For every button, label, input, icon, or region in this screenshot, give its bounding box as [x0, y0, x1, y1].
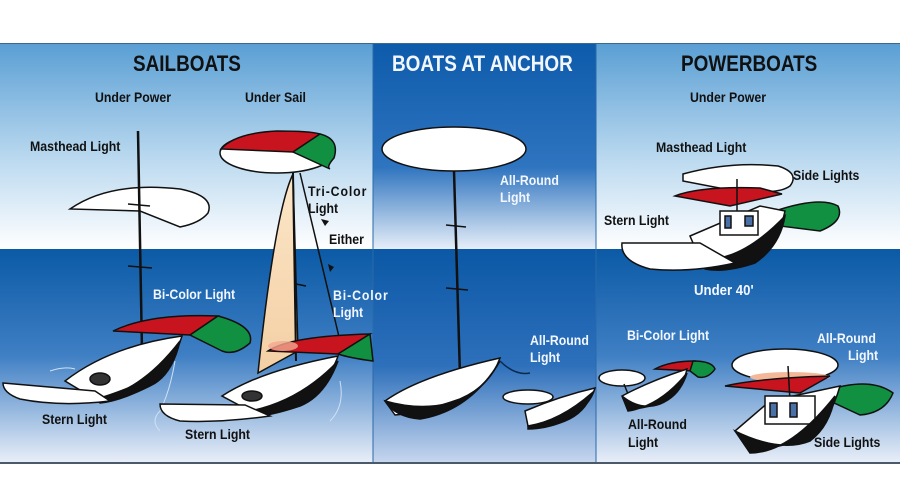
under-40-subtitle: Under 40'	[694, 282, 754, 299]
under40-all-round-light-left-1: All-Round	[628, 416, 687, 432]
all-round-light-label-top-1: All-Round	[500, 172, 559, 188]
all-round-light-label-small-1: All-Round	[530, 332, 589, 348]
either-label: Either	[329, 231, 364, 247]
masthead-light-label: Masthead Light	[30, 138, 121, 154]
sailboats-title: SAILBOATS	[133, 51, 241, 76]
under40-bicolor-light-label: Bi-Color Light	[627, 327, 710, 343]
anchor-title: BOATS AT ANCHOR	[392, 51, 573, 76]
bicolor-light-sail-label-2: Light	[333, 304, 364, 320]
small-powerboat	[598, 360, 716, 412]
sailboat-under-sail	[159, 130, 374, 423]
sailboat-under-sail-subtitle: Under Sail	[245, 89, 306, 105]
all-round-light-label-small-2: Light	[530, 349, 561, 365]
bicolor-light-label: Bi-Color Light	[153, 286, 236, 302]
diagram-artwork	[0, 44, 900, 462]
anchored-dinghy	[502, 386, 597, 430]
bicolor-light-sail-label-1: Bi-Color	[333, 287, 389, 303]
tricolor-light-label-1: Tri-Color	[308, 183, 368, 199]
all-round-light-label-top-2: Light	[500, 189, 531, 205]
powerboats-title: POWERBOATS	[681, 51, 818, 76]
powerboat-masthead-light-label: Masthead Light	[656, 139, 747, 155]
sailboat-under-power-subtitle: Under Power	[95, 89, 171, 105]
navigation-lights-diagram: SAILBOATS BOATS AT ANCHOR POWERBOATS Und…	[0, 43, 900, 464]
powerboat-under-power-subtitle: Under Power	[690, 89, 766, 105]
large-powerboat	[724, 348, 894, 454]
powerboat-under-power	[621, 163, 841, 271]
stern-light-label-sail: Stern Light	[185, 426, 251, 442]
under40-all-round-light-right-2: Light	[848, 347, 879, 363]
sailboats-water	[0, 249, 373, 462]
powerboat-side-lights-label: Side Lights	[793, 167, 860, 183]
anchored-sailboat	[381, 126, 531, 420]
under40-all-round-light-right-1: All-Round	[817, 330, 876, 346]
sailboat-under-power	[2, 130, 252, 432]
anchor-panel-bottom	[373, 249, 596, 462]
tricolor-light-label-2: Light	[308, 200, 339, 216]
powerboat-stern-light-label: Stern Light	[604, 212, 670, 228]
stern-light-label-power: Stern Light	[42, 411, 108, 427]
under40-side-lights-label: Side Lights	[814, 434, 881, 450]
under40-all-round-light-left-2: Light	[628, 434, 659, 450]
